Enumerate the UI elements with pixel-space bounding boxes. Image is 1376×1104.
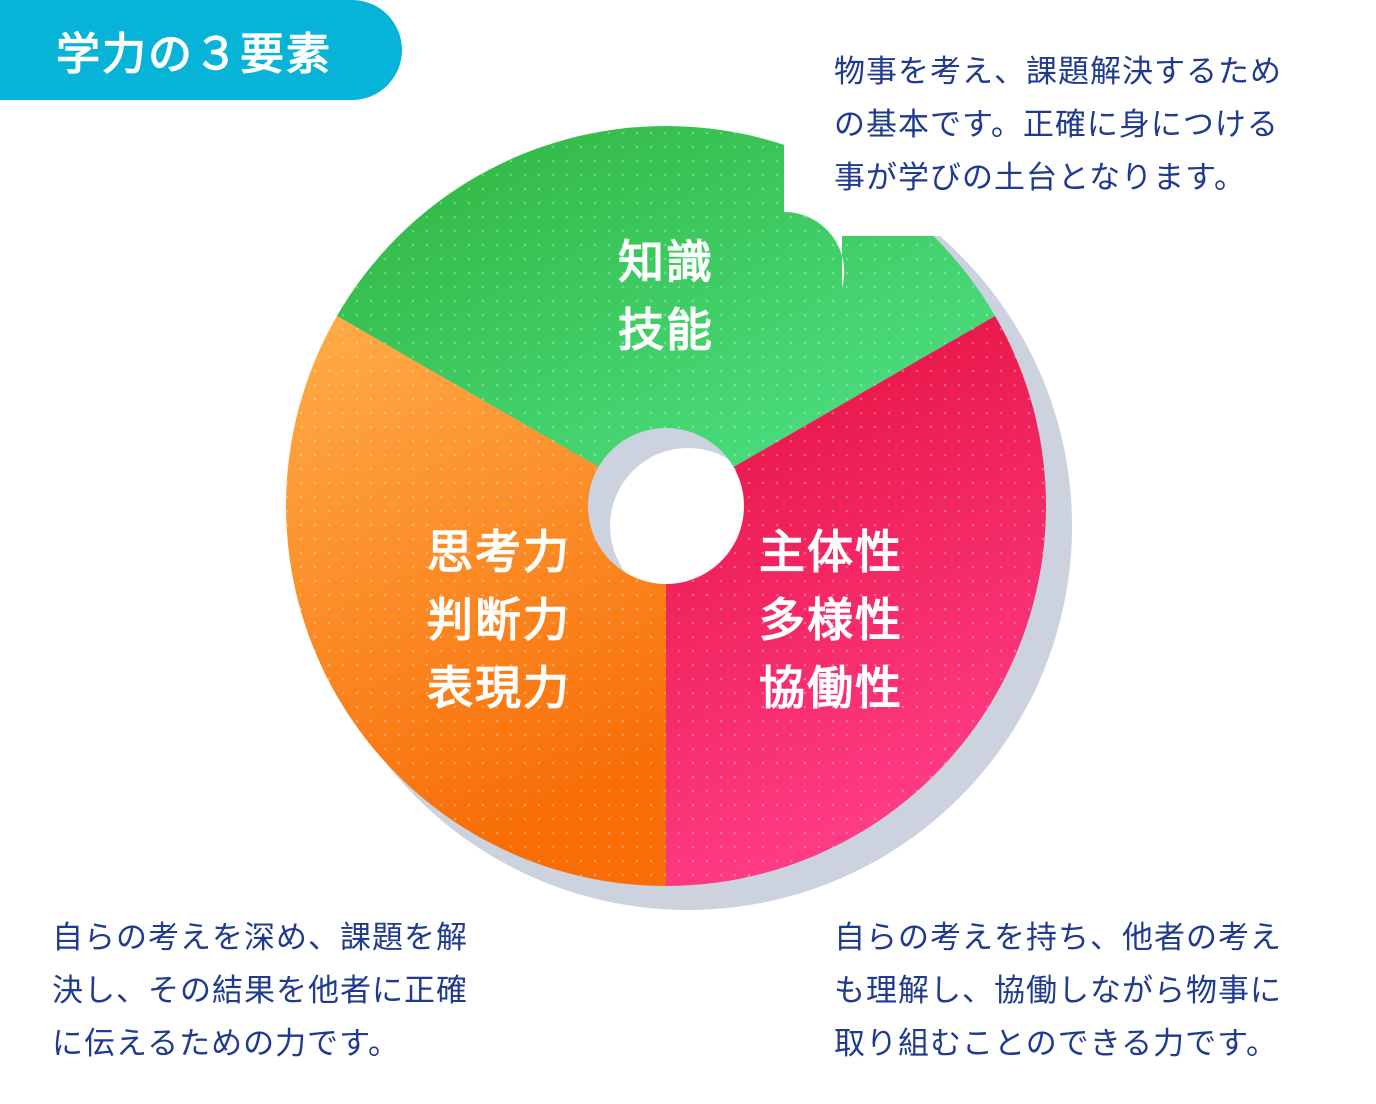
- description-thinking: 自らの考えを深め、課題を解 決し、その結果を他者に正確 に伝えるための力です。: [52, 912, 468, 1071]
- description-line: の基本です。正確に身につける: [834, 107, 1279, 143]
- dot-texture: [286, 126, 1046, 886]
- title-badge: 学力の３要素: [0, 0, 402, 100]
- segment-label-line: 思考力: [427, 525, 571, 579]
- description-knowledge: 物事を考え、課題解決するため の基本です。正確に身につける 事が学びの土台となり…: [834, 46, 1282, 205]
- description-line: も理解し、協働しながら物事に: [834, 973, 1282, 1009]
- segment-label-line: 技能: [618, 303, 714, 357]
- segment-label-line: 判断力: [427, 593, 571, 647]
- segment-label-line: 知識: [618, 235, 714, 289]
- description-line: 物事を考え、課題解決するため: [834, 54, 1282, 90]
- segment-label-line: 主体性: [759, 525, 903, 579]
- description-line: 事が学びの土台となります。: [834, 160, 1246, 196]
- description-line: 自らの考えを深め、課題を解: [52, 920, 468, 956]
- description-line: 取り組むことのできる力です。: [834, 1026, 1278, 1062]
- segment-label-line: 多様性: [759, 593, 903, 647]
- description-line: 自らの考えを持ち、他者の考え: [834, 920, 1282, 956]
- segment-label-line: 協働性: [759, 661, 903, 715]
- segment-label-line: 表現力: [427, 661, 571, 715]
- description-line: 決し、その結果を他者に正確: [52, 973, 468, 1009]
- description-subjectivity: 自らの考えを持ち、他者の考え も理解し、協働しながら物事に 取り組むことのできる…: [834, 912, 1282, 1071]
- page-title: 学力の３要素: [56, 29, 332, 80]
- description-line: に伝えるための力です。: [52, 1026, 400, 1062]
